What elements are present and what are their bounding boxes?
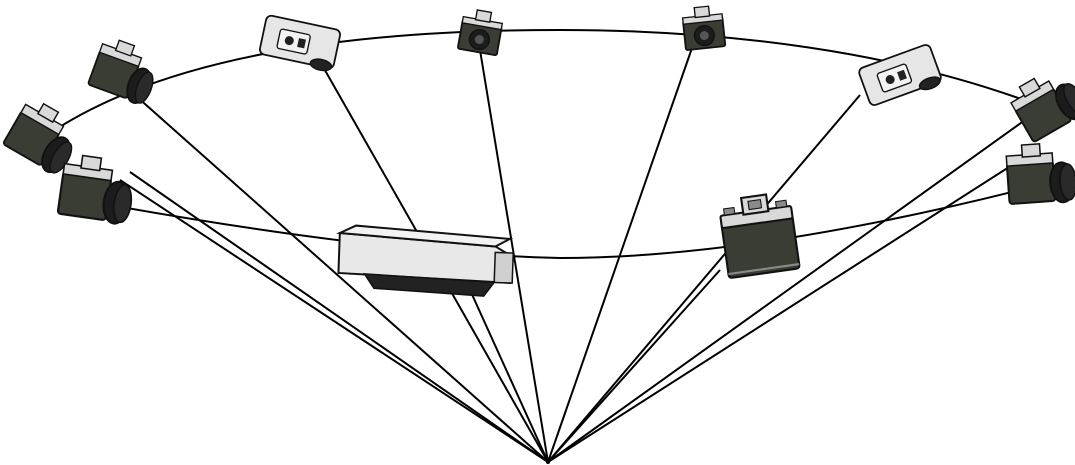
camera-front-right	[717, 190, 801, 280]
rig-arc-front	[109, 189, 1021, 260]
view-rays	[117, 47, 1033, 463]
camera-near-left	[56, 152, 138, 227]
camera-far-left-top	[86, 34, 165, 108]
camera-far-right-mid	[1004, 140, 1075, 208]
ray-camera-back-center-right	[547, 47, 693, 463]
projector-back-left	[257, 13, 342, 74]
ray-camera-far-right-top	[547, 114, 1033, 463]
ray-camera-far-left-mid	[119, 179, 549, 463]
camera-back-center-left	[456, 6, 505, 57]
projector-back-right	[856, 42, 945, 111]
rig-apex-point	[546, 460, 550, 464]
ray-camera-front-right	[547, 269, 721, 463]
ray-projector-front-center	[469, 289, 549, 463]
camera-far-right-top	[1005, 61, 1075, 145]
ray-camera-near-left	[129, 171, 549, 463]
projector-front-center	[336, 224, 515, 299]
ray-camera-far-right-mid	[547, 159, 1021, 463]
ray-camera-far-left-top	[117, 79, 549, 463]
ray-projector-back-right	[547, 94, 861, 463]
camera-back-center-right	[680, 3, 727, 52]
ray-camera-back-center-left	[479, 49, 549, 463]
